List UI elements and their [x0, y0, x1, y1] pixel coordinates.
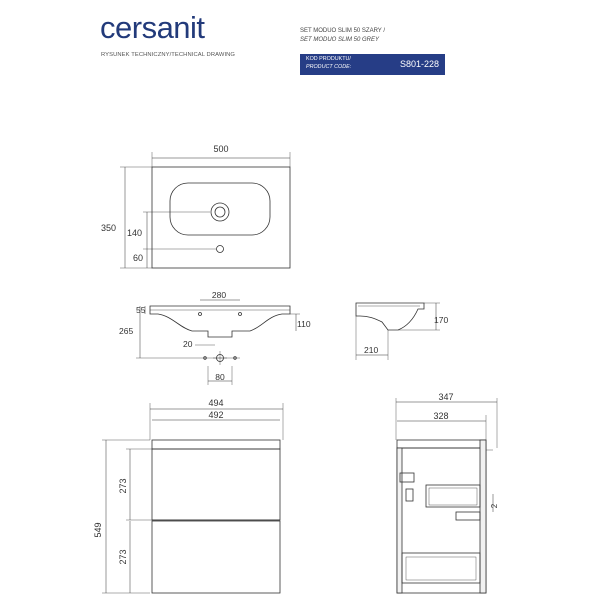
product-code-box: KOD PRODUKTU/ PRODUCT CODE: S801-228 — [300, 54, 445, 75]
dim-273-upper: 273 — [118, 478, 128, 493]
dim-210: 210 — [364, 345, 378, 355]
dim-60: 60 — [133, 253, 143, 263]
overflow-hole — [198, 312, 202, 316]
product-code-value: S801-228 — [399, 59, 439, 69]
dim-350: 350 — [101, 223, 116, 233]
drawing-subtitle: RYSUNEK TECHNICZNY/TECHNICAL DRAWING — [101, 52, 236, 58]
upper-drawer-inner — [428, 487, 478, 506]
drawer-lower — [151, 520, 281, 594]
drain-inner — [214, 206, 226, 218]
dim-273-lower: 273 — [118, 549, 128, 564]
slide-fitting — [405, 488, 414, 502]
set-name: SET MODUO SLIM 50 SZARY / SET MODUO SLIM… — [300, 27, 385, 45]
dim-170: 170 — [434, 315, 448, 325]
dim-80: 80 — [215, 372, 225, 382]
front-panel — [396, 447, 403, 594]
cabinet-front-view: 494 492 549 273 273 — [93, 398, 284, 594]
cabinet-top — [396, 439, 487, 449]
dim-140: 140 — [127, 228, 142, 238]
dim-2: 2 — [490, 503, 499, 508]
basin-side-section: 170 210 — [355, 302, 448, 360]
dim-347: 347 — [438, 392, 453, 402]
basin-side-profile — [355, 302, 425, 331]
drain-outer — [210, 202, 230, 222]
dim-549: 549 — [93, 522, 103, 537]
cabinet-side-section: 347 328 2 — [395, 392, 499, 594]
basin-bowl — [169, 182, 271, 236]
overflow-hole — [238, 312, 242, 316]
product-code-label: KOD PRODUKTU/ PRODUCT CODE: — [306, 56, 351, 71]
basin-front-section: 280 55 110 265 20 80 — [119, 290, 311, 385]
product-code-label-en: PRODUCT CODE: — [306, 63, 352, 70]
brand-logo: cersanit — [100, 10, 205, 45]
drawer-runner — [455, 511, 481, 521]
fixing-point — [233, 356, 237, 360]
dim-500: 500 — [213, 144, 228, 154]
tap-hole — [216, 245, 224, 253]
upper-drawer-box — [425, 484, 481, 508]
lower-drawer-inner — [405, 556, 477, 581]
basin-outline — [151, 166, 291, 269]
back-panel — [479, 439, 487, 594]
product-code-label-pl: KOD PRODUKTU/ — [306, 56, 351, 62]
drawer-upper — [151, 448, 281, 521]
lower-drawer-box — [401, 552, 481, 584]
countertop — [151, 439, 281, 450]
basin-top-view: 500 350 140 60 — [101, 144, 291, 269]
set-name-en: SET MODUO SLIM 50 GREY — [300, 37, 380, 43]
dim-265: 265 — [119, 326, 133, 336]
dim-492: 492 — [208, 410, 223, 420]
basin-front-profile — [149, 305, 291, 338]
dim-328: 328 — [433, 411, 448, 421]
fixing-point — [203, 356, 207, 360]
set-name-pl: SET MODUO SLIM 50 SZARY / — [300, 28, 386, 34]
dim-110: 110 — [297, 319, 311, 329]
dim-55: 55 — [136, 305, 146, 315]
drawer-handle — [399, 472, 415, 483]
cabinet-body — [396, 447, 487, 594]
dim-280: 280 — [212, 290, 226, 300]
dim-494: 494 — [208, 398, 223, 408]
dim-20: 20 — [183, 339, 193, 349]
